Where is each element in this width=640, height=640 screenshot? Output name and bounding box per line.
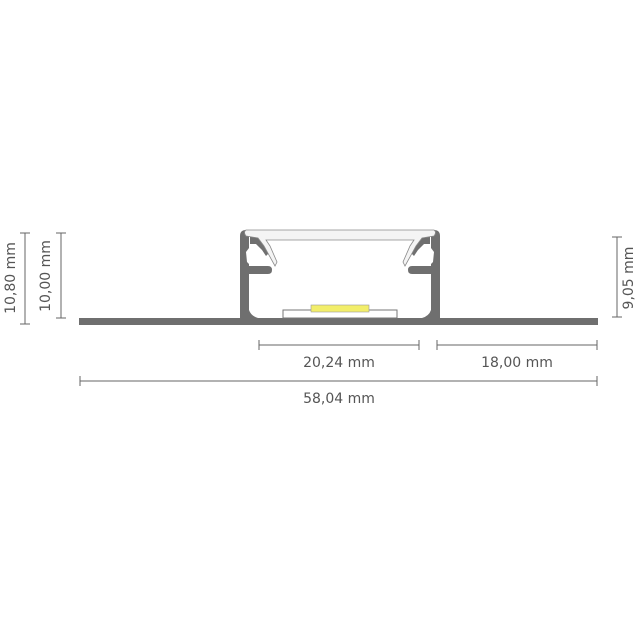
profile-left-rib bbox=[249, 266, 272, 274]
diffuser-top bbox=[244, 229, 436, 267]
dimension-flange-width: 18,00 mm bbox=[436, 340, 598, 371]
profile-left-clip bbox=[250, 234, 270, 256]
led-chip bbox=[310, 304, 370, 313]
dimension-total-width: 58,04 mm bbox=[79, 376, 598, 407]
dimension-height-right: 9,05 mm bbox=[612, 236, 637, 318]
dimension-label-height-outer: 10,80 mm bbox=[3, 242, 19, 314]
profile-right-wall bbox=[422, 230, 440, 322]
profile-right-clip bbox=[410, 234, 430, 256]
aluminium-profile bbox=[79, 230, 598, 325]
led-strip bbox=[282, 304, 398, 319]
dimension-channel-width: 20,24 mm bbox=[258, 340, 420, 371]
dimension-height-inner: 10,00 mm bbox=[38, 232, 66, 319]
dimension-height-outer: 10,80 mm bbox=[3, 232, 30, 325]
dimension-label-height-right: 9,05 mm bbox=[621, 247, 637, 310]
dimension-label-flange-width: 18,00 mm bbox=[481, 355, 553, 371]
dimension-label-channel-width: 20,24 mm bbox=[303, 355, 375, 371]
profile-flange bbox=[79, 318, 598, 325]
dimension-label-height-inner: 10,00 mm bbox=[38, 240, 54, 312]
profile-left-wall bbox=[240, 230, 258, 322]
profile-right-rib bbox=[408, 266, 431, 274]
diffuser-cover bbox=[244, 229, 436, 267]
dimension-label-total-width: 58,04 mm bbox=[303, 391, 375, 407]
